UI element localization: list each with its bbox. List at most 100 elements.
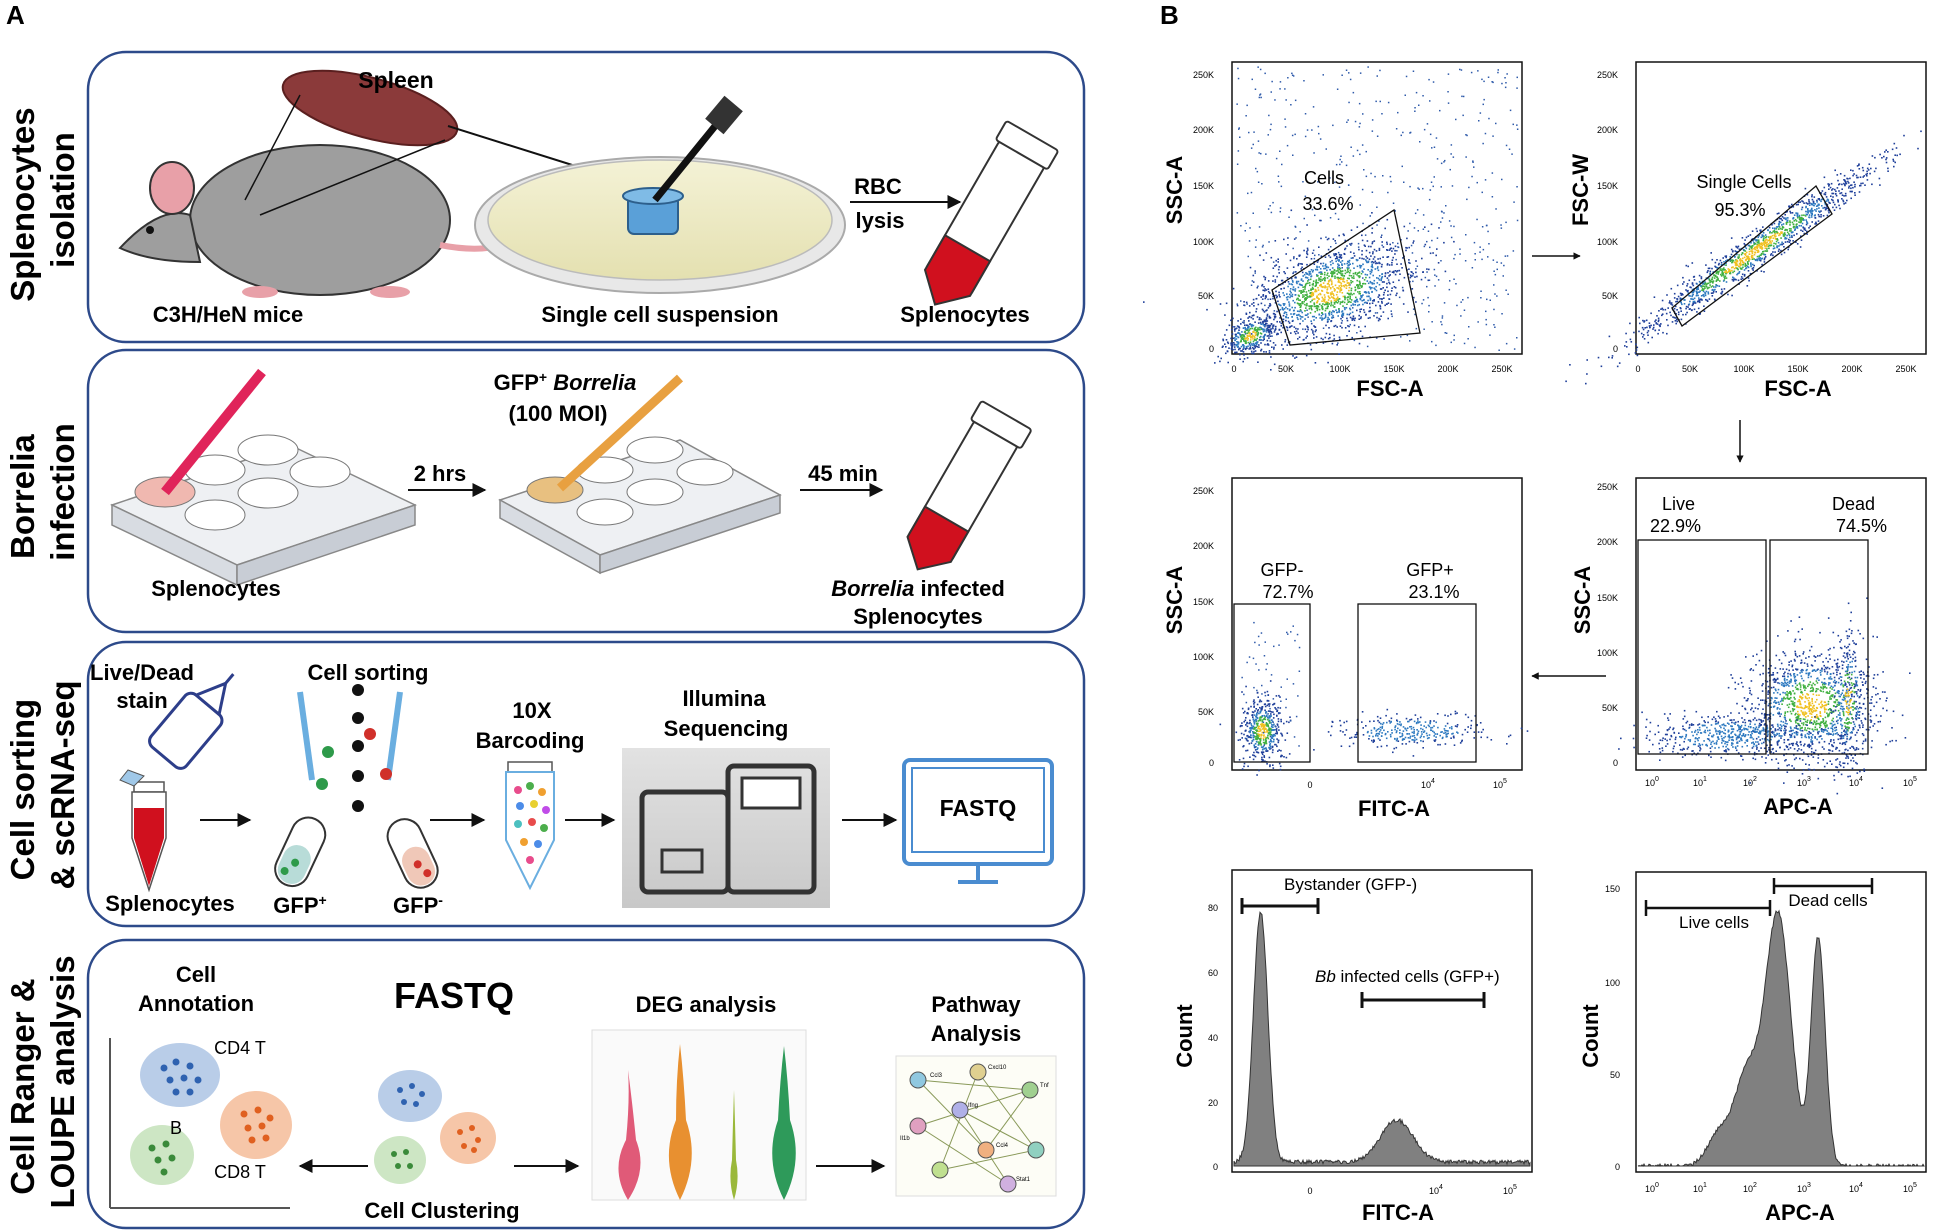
event-dot <box>1829 722 1832 725</box>
event-dot <box>1809 211 1812 213</box>
event-dot <box>1786 771 1789 773</box>
event-dot <box>1895 739 1897 742</box>
event-dot <box>1788 682 1791 684</box>
event-dot <box>1257 181 1260 183</box>
event-dot <box>1794 682 1797 685</box>
event-dot <box>1279 150 1281 152</box>
event-dot <box>1352 262 1354 265</box>
event-dot <box>1804 729 1806 731</box>
event-dot <box>1836 792 1839 795</box>
event-dot <box>1479 246 1481 248</box>
event-dot <box>1785 682 1788 685</box>
event-dot <box>1265 153 1267 155</box>
event-dot <box>1346 121 1348 123</box>
event-dot <box>1783 673 1785 675</box>
event-dot <box>1792 226 1795 228</box>
event-dot <box>1331 259 1333 262</box>
event-dot <box>1820 192 1823 194</box>
event-dot <box>1260 323 1262 325</box>
event-dot <box>1735 266 1737 269</box>
event-dot <box>1780 684 1783 686</box>
event-dot <box>1799 706 1801 709</box>
event-dot <box>1705 284 1707 286</box>
event-dot <box>1479 251 1481 253</box>
event-dot <box>1731 266 1733 269</box>
event-dot <box>1413 296 1415 299</box>
event-dot <box>1414 212 1417 215</box>
event-dot <box>1364 325 1366 328</box>
event-dot <box>1511 153 1513 155</box>
annotation-label-2: Annotation <box>138 991 254 1016</box>
event-dot <box>1263 336 1265 339</box>
event-dot <box>1764 762 1767 764</box>
event-dot <box>1765 239 1767 241</box>
event-dot <box>1793 692 1796 695</box>
event-dot <box>1742 266 1744 269</box>
event-dot <box>1279 207 1282 209</box>
event-dot <box>1336 344 1338 346</box>
event-dot <box>1365 313 1367 316</box>
event-dot <box>1721 291 1723 293</box>
event-dot <box>1784 727 1786 730</box>
event-dot <box>1500 227 1503 229</box>
event-dot <box>1798 214 1801 217</box>
event-dot <box>1414 276 1416 278</box>
event-dot <box>1866 172 1868 175</box>
event-dot <box>1762 708 1764 710</box>
event-dot <box>1644 327 1646 329</box>
event-dot <box>1782 233 1785 236</box>
event-dot <box>1248 325 1250 328</box>
event-dot <box>1798 655 1801 657</box>
event-dot <box>1844 656 1846 659</box>
plot2-frame <box>1635 61 1927 355</box>
event-dot <box>1808 731 1810 733</box>
event-dot <box>1327 295 1330 297</box>
event-dot <box>1853 181 1855 183</box>
event-dot <box>1352 155 1355 157</box>
event-dot <box>1854 183 1856 186</box>
event-dot <box>1799 740 1802 743</box>
event-dot <box>1809 708 1811 711</box>
event-dot <box>1785 693 1787 696</box>
event-dot <box>1412 275 1414 277</box>
event-dot <box>1776 212 1779 215</box>
event-dot <box>1397 242 1399 245</box>
event-dot <box>1744 262 1747 265</box>
event-dot <box>1820 721 1822 723</box>
event-dot <box>1842 710 1844 712</box>
event-dot <box>1820 216 1822 218</box>
event-dot <box>1378 294 1381 297</box>
event-dot <box>1776 678 1779 680</box>
event-dot <box>1669 311 1671 314</box>
event-dot <box>1303 217 1305 220</box>
event-dot <box>1688 279 1691 282</box>
event-dot <box>1380 288 1383 290</box>
gfp-neg-text: GFP <box>393 893 438 918</box>
event-dot <box>1231 348 1233 350</box>
event-dot <box>1318 277 1320 279</box>
event-dot <box>1814 660 1816 662</box>
event-dot <box>1787 217 1789 219</box>
event-dot <box>1415 271 1417 274</box>
event-dot <box>1325 266 1328 269</box>
event-dot <box>1330 246 1332 248</box>
event-dot <box>1836 722 1839 725</box>
event-dot <box>1834 729 1836 732</box>
event-dot <box>1842 689 1844 692</box>
event-dot <box>1710 286 1713 288</box>
event-dot <box>1321 307 1323 309</box>
event-dot <box>1746 712 1749 714</box>
event-dot <box>1797 722 1799 725</box>
event-dot <box>1778 245 1780 247</box>
event-dot <box>1661 299 1664 302</box>
event-dot <box>1305 256 1308 258</box>
event-dot <box>1337 279 1340 282</box>
event-dot <box>1718 262 1720 265</box>
event-dot <box>1661 314 1663 317</box>
event-dot <box>1252 318 1254 320</box>
event-dot <box>1792 206 1795 208</box>
event-dot <box>1258 294 1260 296</box>
event-dot <box>1273 346 1275 349</box>
event-dot <box>1333 299 1336 302</box>
event-dot <box>1745 699 1748 702</box>
